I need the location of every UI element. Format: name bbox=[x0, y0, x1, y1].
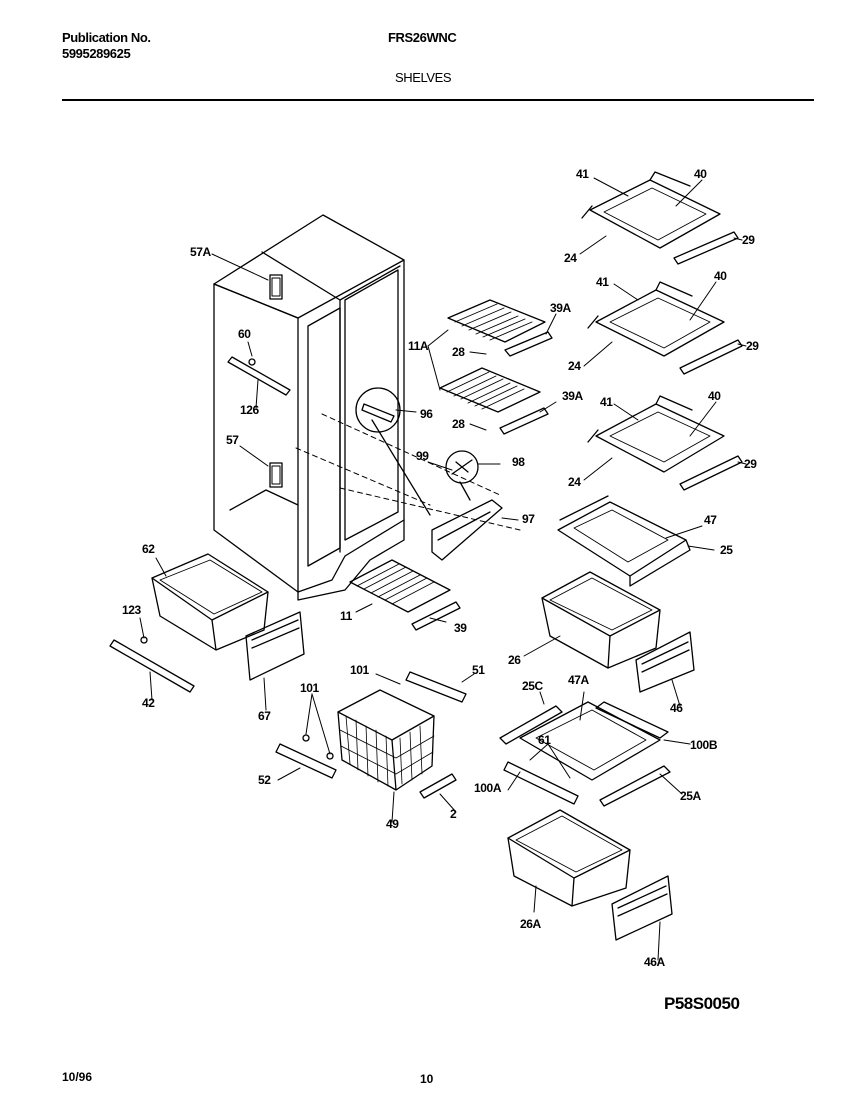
callout-49: 49 bbox=[386, 817, 399, 831]
callout-42: 42 bbox=[142, 696, 155, 710]
callout-29: 29 bbox=[744, 457, 757, 471]
pan-62 bbox=[151, 553, 269, 651]
rail-51 bbox=[405, 671, 467, 703]
callout-100a: 100A bbox=[474, 781, 502, 795]
wire-shelf-upper bbox=[447, 299, 553, 357]
callout-99: 99 bbox=[416, 449, 429, 463]
part-2 bbox=[419, 773, 457, 799]
callout-47a: 47A bbox=[568, 673, 590, 687]
basket-49 bbox=[337, 689, 435, 791]
callout-25c: 25C bbox=[522, 679, 544, 693]
callout-28: 28 bbox=[452, 345, 465, 359]
pan-cover-67 bbox=[245, 611, 305, 681]
callout-98: 98 bbox=[512, 455, 525, 469]
header-rule bbox=[62, 99, 814, 101]
pan-26a bbox=[507, 809, 631, 907]
callout-123: 123 bbox=[122, 603, 142, 617]
callout-126: 126 bbox=[240, 403, 260, 417]
callout-46: 46 bbox=[670, 701, 683, 715]
publication-label: Publication No. bbox=[62, 30, 151, 45]
callout-11a: 11A bbox=[408, 339, 429, 353]
page-number: 10 bbox=[420, 1072, 434, 1086]
callout-11: 11 bbox=[340, 609, 353, 623]
rail-42 bbox=[109, 636, 195, 693]
callout-26a: 26A bbox=[520, 917, 542, 931]
wire-shelf-11 bbox=[349, 559, 461, 631]
footer-date: 10/96 bbox=[62, 1070, 93, 1084]
wire-shelf-lower bbox=[439, 367, 549, 435]
callout-41: 41 bbox=[596, 275, 609, 289]
callout-24: 24 bbox=[568, 359, 581, 373]
callout-40: 40 bbox=[708, 389, 721, 403]
callout-57a: 57A bbox=[190, 245, 212, 259]
rail-52 bbox=[275, 734, 337, 779]
callout-101: 101 bbox=[350, 663, 370, 677]
callout-60: 60 bbox=[238, 327, 251, 341]
callout-26: 26 bbox=[508, 653, 521, 667]
callout-29: 29 bbox=[746, 339, 759, 353]
publication-number: 5995289625 bbox=[62, 46, 131, 61]
crisper-cover-47 bbox=[557, 495, 691, 587]
glass-shelf-bottom bbox=[587, 395, 743, 491]
callout-labels: 41 40 29 24 41 40 29 24 41 40 29 24 39A … bbox=[122, 167, 760, 969]
callout-47: 47 bbox=[704, 513, 717, 527]
model-number: FRS26WNC bbox=[388, 30, 457, 45]
callout-25a: 25A bbox=[680, 789, 702, 803]
callout-51: 51 bbox=[472, 663, 485, 677]
callout-57: 57 bbox=[226, 433, 239, 447]
callout-62: 62 bbox=[142, 542, 155, 556]
figure-code: P58S0050 bbox=[664, 994, 740, 1013]
pan-26 bbox=[541, 571, 661, 669]
glass-shelf-middle bbox=[587, 281, 743, 375]
callout-101: 101 bbox=[300, 681, 320, 695]
callout-67: 67 bbox=[258, 709, 271, 723]
callout-24: 24 bbox=[564, 251, 577, 265]
callout-2: 2 bbox=[450, 807, 457, 821]
dashed-guides bbox=[295, 413, 521, 531]
callout-39a: 39A bbox=[550, 301, 572, 315]
section-title: SHELVES bbox=[395, 70, 452, 85]
callout-96: 96 bbox=[420, 407, 433, 421]
detail-98 bbox=[445, 450, 479, 501]
pan-cover-46a bbox=[611, 875, 673, 941]
callout-40: 40 bbox=[714, 269, 727, 283]
callout-41: 41 bbox=[576, 167, 589, 181]
callout-97: 97 bbox=[522, 512, 535, 526]
callout-61: 61 bbox=[538, 733, 551, 747]
shelf-bracket-97 bbox=[431, 499, 503, 561]
glass-shelf-top bbox=[581, 171, 739, 265]
leader-lines bbox=[139, 177, 747, 961]
callout-24: 24 bbox=[568, 475, 581, 489]
callout-39: 39 bbox=[454, 621, 467, 635]
callout-52: 52 bbox=[258, 773, 271, 787]
callout-29: 29 bbox=[742, 233, 755, 247]
crisper-cover-47a bbox=[499, 701, 671, 807]
callout-40: 40 bbox=[694, 167, 707, 181]
callout-28: 28 bbox=[452, 417, 465, 431]
callout-41: 41 bbox=[600, 395, 613, 409]
cabinet bbox=[213, 214, 405, 601]
pan-cover-46 bbox=[635, 631, 695, 693]
callout-39a: 39A bbox=[562, 389, 584, 403]
callout-25: 25 bbox=[720, 543, 733, 557]
door-rail-126 bbox=[227, 356, 291, 396]
callout-46a: 46A bbox=[644, 955, 666, 969]
callout-100b: 100B bbox=[690, 738, 718, 752]
